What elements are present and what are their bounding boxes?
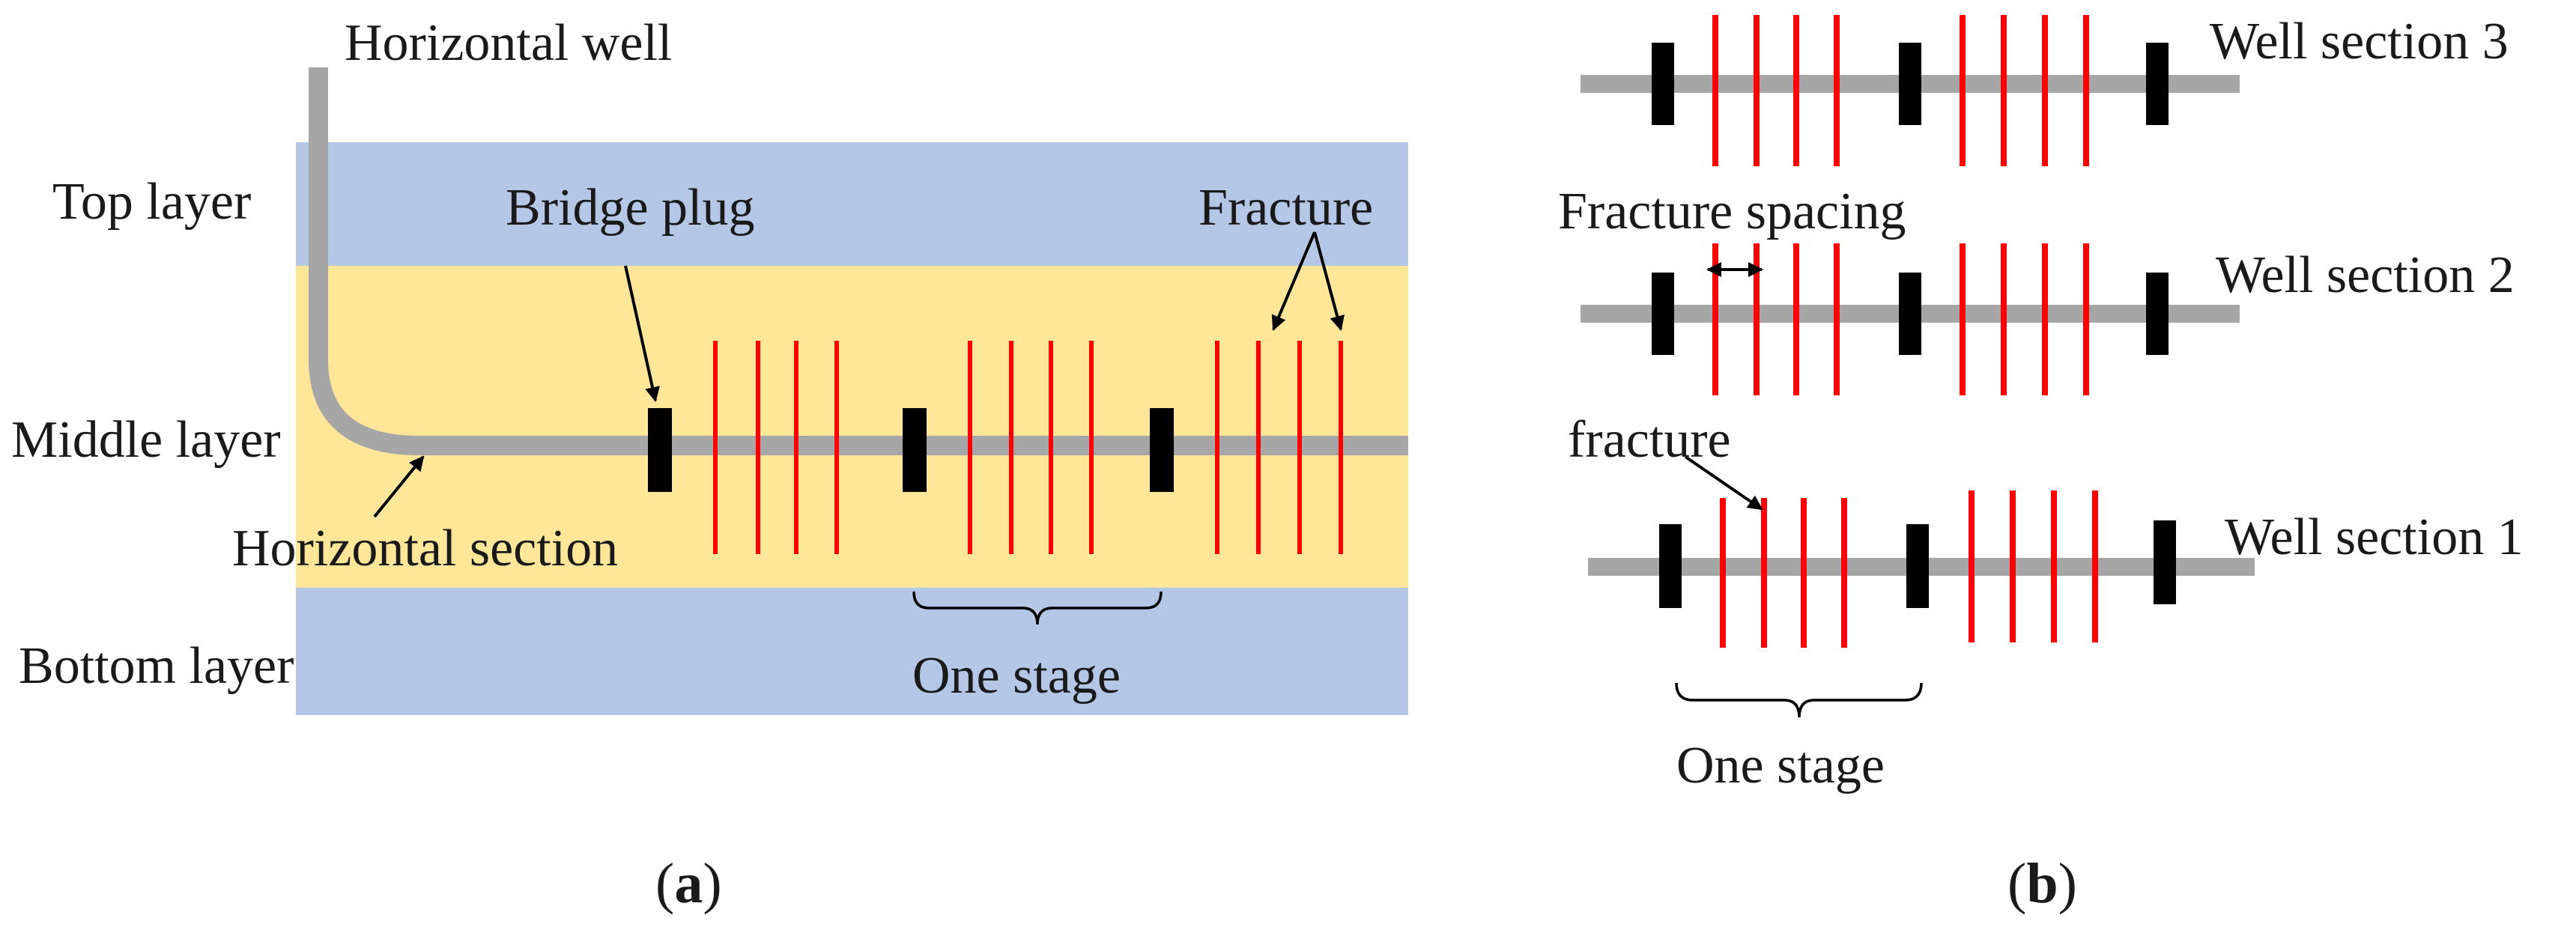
- bridge-plug: [1906, 524, 1929, 608]
- one-stage-brace: [1675, 682, 1923, 718]
- well-section-2: Fracture spacing Well section 2: [1558, 183, 2515, 395]
- bottom-layer-band: [296, 588, 1408, 715]
- bridge-plug: [648, 408, 672, 492]
- bridge-plug: [1659, 524, 1682, 608]
- horizontal-well-pipe: [309, 67, 1408, 455]
- top-layer-label: Top layer: [52, 173, 251, 231]
- bridge-plug: [2146, 273, 2169, 355]
- fracture-arrow: [1313, 231, 1345, 331]
- bridge-plug: [2146, 43, 2169, 125]
- horizontal-well-label: Horizontal well: [345, 14, 672, 72]
- well-section-3: Well section 3: [1581, 13, 2509, 166]
- bridge-plug: [1899, 43, 1921, 125]
- panel-a: Horizontal well Top layer Middle layer B…: [11, 14, 1408, 915]
- bridge-plug: [1652, 43, 1674, 125]
- fracture-label: Fracture: [1198, 179, 1373, 237]
- one-stage-label: One stage: [1676, 737, 1885, 794]
- well-section-2-label: Well section 2: [2216, 246, 2515, 304]
- caption-b: (b): [2007, 852, 2077, 915]
- well-section-3-label: Well section 3: [2210, 13, 2509, 70]
- bridge-plug: [903, 408, 927, 492]
- panel-b: Well section 3 Fracture spacing Well sec…: [1558, 13, 2524, 915]
- top-layer-band: [296, 142, 1408, 266]
- horizontal-section-arrow: [373, 455, 425, 518]
- middle-layer-label: Middle layer: [11, 411, 281, 469]
- bottom-layer-label: Bottom layer: [19, 637, 294, 695]
- fracture-small-label: fracture: [1568, 411, 1731, 469]
- bridge-plug: [1652, 273, 1674, 355]
- one-stage-label: One stage: [912, 647, 1121, 705]
- bridge-plug: [2154, 520, 2176, 604]
- fracture-arrow: [1271, 231, 1316, 331]
- well-section-1: fracture Well section 1: [1568, 411, 2524, 648]
- well-section-1-label: Well section 1: [2225, 508, 2524, 566]
- caption-a: (a): [655, 852, 722, 915]
- middle-layer-band: [296, 266, 1408, 588]
- bridge-plug: [1899, 273, 1921, 355]
- one-stage-brace: [912, 591, 1163, 625]
- bridge-plug-arrow: [624, 265, 660, 402]
- bridge-plug-label: Bridge plug: [506, 179, 754, 237]
- fracture-arrow: [1684, 455, 1763, 511]
- horizontal-section-label: Horizontal section: [232, 520, 618, 577]
- bridge-plug: [1150, 408, 1174, 492]
- fracture-spacing-label: Fracture spacing: [1558, 183, 1906, 240]
